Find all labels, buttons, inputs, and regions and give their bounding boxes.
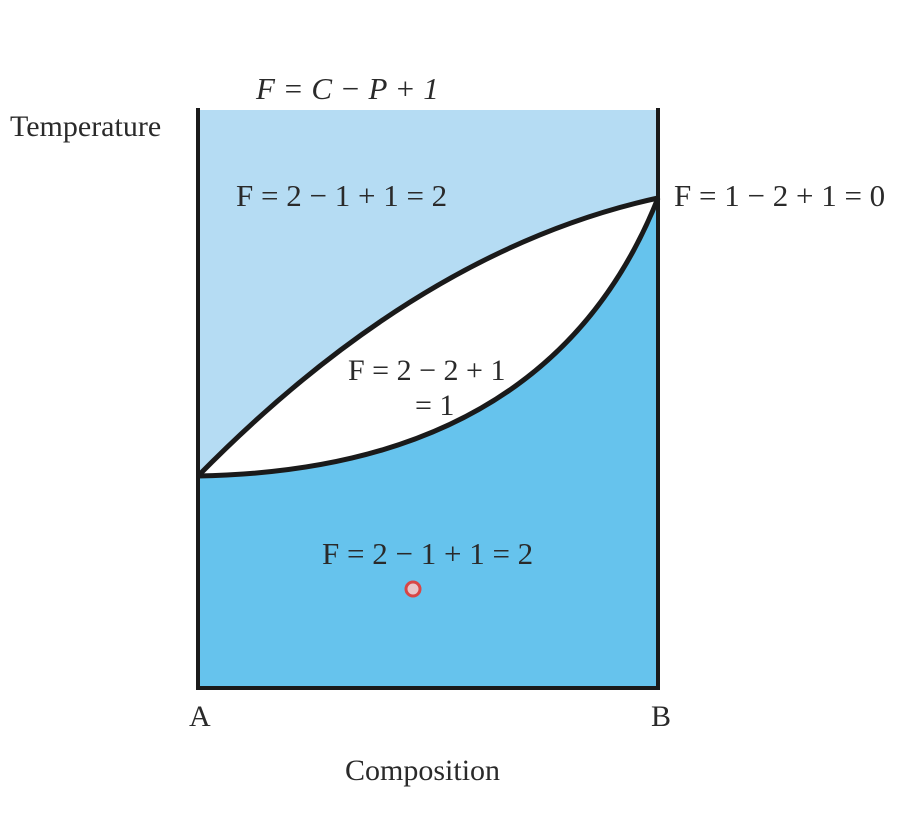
two-phase-region	[198, 198, 658, 476]
liquidus-curve	[196, 195, 659, 478]
melting-point-equation: F = 1 − 2 + 1 = 0	[674, 178, 885, 213]
solid-region-equation: F = 2 − 1 + 1 = 2	[322, 536, 533, 571]
component-a-label: A	[189, 700, 211, 733]
component-b-label: B	[651, 700, 671, 733]
cursor-indicator	[404, 580, 422, 598]
two-phase-equation-line1: F = 2 − 2 + 1	[348, 354, 505, 387]
liquid-region	[198, 110, 658, 476]
solidus-curve	[197, 197, 661, 479]
y-axis-label: Temperature	[10, 110, 161, 143]
x-axis-label: Composition	[345, 754, 500, 787]
solid-region	[198, 198, 658, 688]
liquid-region-equation: F = 2 − 1 + 1 = 2	[236, 178, 447, 213]
general-equation: F = C − P + 1	[255, 71, 439, 106]
two-phase-equation-line2: = 1	[415, 389, 454, 422]
